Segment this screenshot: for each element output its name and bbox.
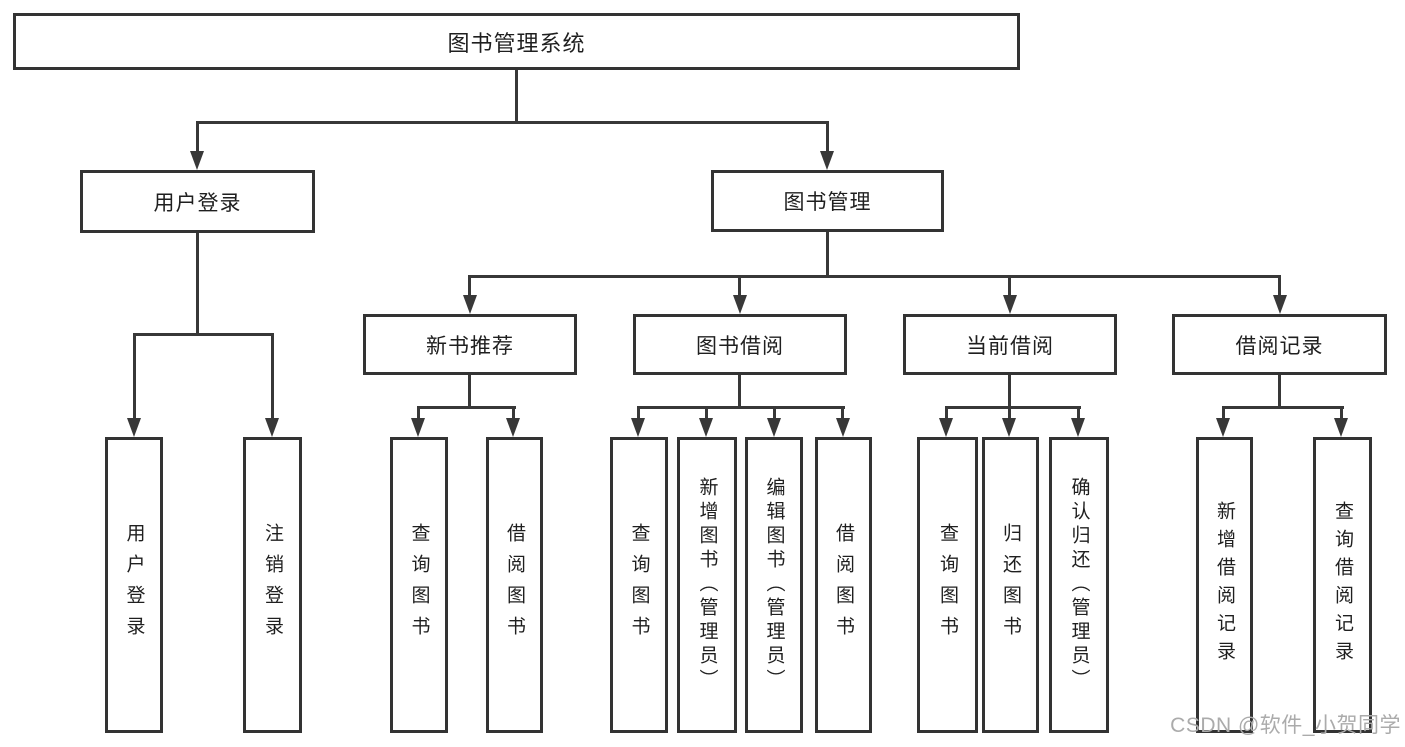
connector-line bbox=[468, 375, 471, 409]
connector-line bbox=[468, 275, 1281, 278]
node-label: 当前借阅 bbox=[966, 334, 1054, 358]
leaf-user-login: 用户登录 bbox=[105, 437, 163, 733]
leaf-borrow-books: 借阅图书 bbox=[815, 437, 872, 733]
node-label: 用户登录 bbox=[153, 191, 242, 215]
connector-line bbox=[196, 121, 829, 124]
connector-line bbox=[133, 333, 136, 419]
arrowhead-down-icon bbox=[190, 151, 204, 170]
leaf-label: 用户登录 bbox=[123, 523, 145, 647]
csdn-watermark: CSDN @软件_小贺同学 bbox=[1170, 714, 1401, 737]
arrowhead-down-icon bbox=[506, 418, 520, 437]
node-label: 图书借阅 bbox=[696, 334, 784, 358]
leaf-add-borrow-record: 新增借阅记录 bbox=[1196, 437, 1253, 733]
connector-line bbox=[945, 406, 1081, 409]
connector-line bbox=[417, 406, 420, 420]
arrowhead-down-icon bbox=[463, 295, 477, 314]
connector-line bbox=[1008, 406, 1011, 420]
leaf-confirm-return-admin: 确认归还（管理员） bbox=[1049, 437, 1109, 733]
leaf-label: 编辑图书（管理员） bbox=[763, 477, 785, 693]
arrowhead-down-icon bbox=[265, 418, 279, 437]
node-borrowing-records: 借阅记录 bbox=[1172, 314, 1387, 375]
arrowhead-down-icon bbox=[1003, 295, 1017, 314]
arrowhead-down-icon bbox=[733, 295, 747, 314]
leaf-label: 归还图书 bbox=[1000, 523, 1021, 647]
connector-line bbox=[1222, 406, 1344, 409]
arrowhead-down-icon bbox=[820, 151, 834, 170]
connector-line bbox=[738, 375, 741, 409]
node-library-management-system: 图书管理系统 bbox=[13, 13, 1020, 70]
arrowhead-down-icon bbox=[1334, 418, 1348, 437]
connector-line bbox=[1008, 375, 1011, 409]
node-user-login: 用户登录 bbox=[80, 170, 315, 233]
connector-line bbox=[1077, 406, 1080, 420]
node-label: 新书推荐 bbox=[426, 334, 514, 358]
connector-line bbox=[637, 406, 640, 420]
arrowhead-down-icon bbox=[767, 418, 781, 437]
node-label: 图书管理系统 bbox=[447, 30, 586, 56]
leaf-label: 查询图书 bbox=[408, 523, 430, 647]
node-current-borrowing: 当前借阅 bbox=[903, 314, 1117, 375]
leaf-label: 新增图书（管理员） bbox=[696, 477, 718, 693]
leaf-label: 注销登录 bbox=[262, 523, 283, 647]
arrowhead-down-icon bbox=[1273, 295, 1287, 314]
leaf-label: 查询借阅记录 bbox=[1332, 501, 1353, 669]
arrowhead-down-icon bbox=[127, 418, 141, 437]
connector-line bbox=[637, 406, 845, 409]
leaf-add-books-admin: 新增图书（管理员） bbox=[677, 437, 737, 733]
node-label: 图书管理 bbox=[783, 191, 872, 214]
leaf-edit-books-admin: 编辑图书（管理员） bbox=[745, 437, 803, 733]
node-book-borrowing: 图书借阅 bbox=[633, 314, 847, 375]
connector-line bbox=[515, 70, 518, 124]
connector-line bbox=[271, 333, 274, 419]
connector-line bbox=[512, 406, 515, 420]
leaf-query-borrow-record: 查询借阅记录 bbox=[1313, 437, 1372, 733]
leaf-label: 借阅图书 bbox=[504, 523, 525, 647]
arrowhead-down-icon bbox=[1071, 418, 1085, 437]
arrowhead-down-icon bbox=[836, 418, 850, 437]
node-book-management: 图书管理 bbox=[711, 170, 944, 232]
arrowhead-down-icon bbox=[1216, 418, 1230, 437]
leaf-logout: 注销登录 bbox=[243, 437, 302, 733]
arrowhead-down-icon bbox=[939, 418, 953, 437]
arrowhead-down-icon bbox=[699, 418, 713, 437]
leaf-query-books-recommend: 查询图书 bbox=[390, 437, 448, 733]
leaf-borrow-books-recommend: 借阅图书 bbox=[486, 437, 543, 733]
connector-line bbox=[1278, 275, 1281, 299]
connector-line bbox=[1222, 406, 1225, 420]
connector-line bbox=[705, 406, 708, 420]
connector-line bbox=[133, 333, 274, 336]
leaf-query-books-current: 查询图书 bbox=[917, 437, 978, 733]
leaf-label: 确认归还（管理员） bbox=[1068, 477, 1090, 693]
connector-line bbox=[841, 406, 844, 420]
arrowhead-down-icon bbox=[631, 418, 645, 437]
connector-line bbox=[773, 406, 776, 420]
connector-line bbox=[196, 233, 199, 336]
connector-line bbox=[738, 275, 741, 299]
connector-line bbox=[1278, 375, 1281, 409]
leaf-return-books: 归还图书 bbox=[982, 437, 1039, 733]
connector-line bbox=[1008, 275, 1011, 299]
leaf-label: 查询图书 bbox=[937, 523, 958, 647]
connector-line bbox=[826, 232, 829, 278]
node-new-book-recommendation: 新书推荐 bbox=[363, 314, 577, 375]
arrowhead-down-icon bbox=[1002, 418, 1016, 437]
connector-line bbox=[417, 406, 516, 409]
connector-line bbox=[1340, 406, 1343, 420]
connector-line bbox=[826, 121, 829, 153]
connector-line bbox=[468, 275, 471, 299]
leaf-label: 新增借阅记录 bbox=[1214, 501, 1235, 669]
node-label: 借阅记录 bbox=[1235, 334, 1324, 358]
connector-line bbox=[945, 406, 948, 420]
leaf-label: 借阅图书 bbox=[833, 523, 854, 647]
leaf-query-books-borrow: 查询图书 bbox=[610, 437, 668, 733]
leaf-label: 查询图书 bbox=[628, 523, 650, 647]
connector-line bbox=[196, 121, 199, 153]
arrowhead-down-icon bbox=[411, 418, 425, 437]
